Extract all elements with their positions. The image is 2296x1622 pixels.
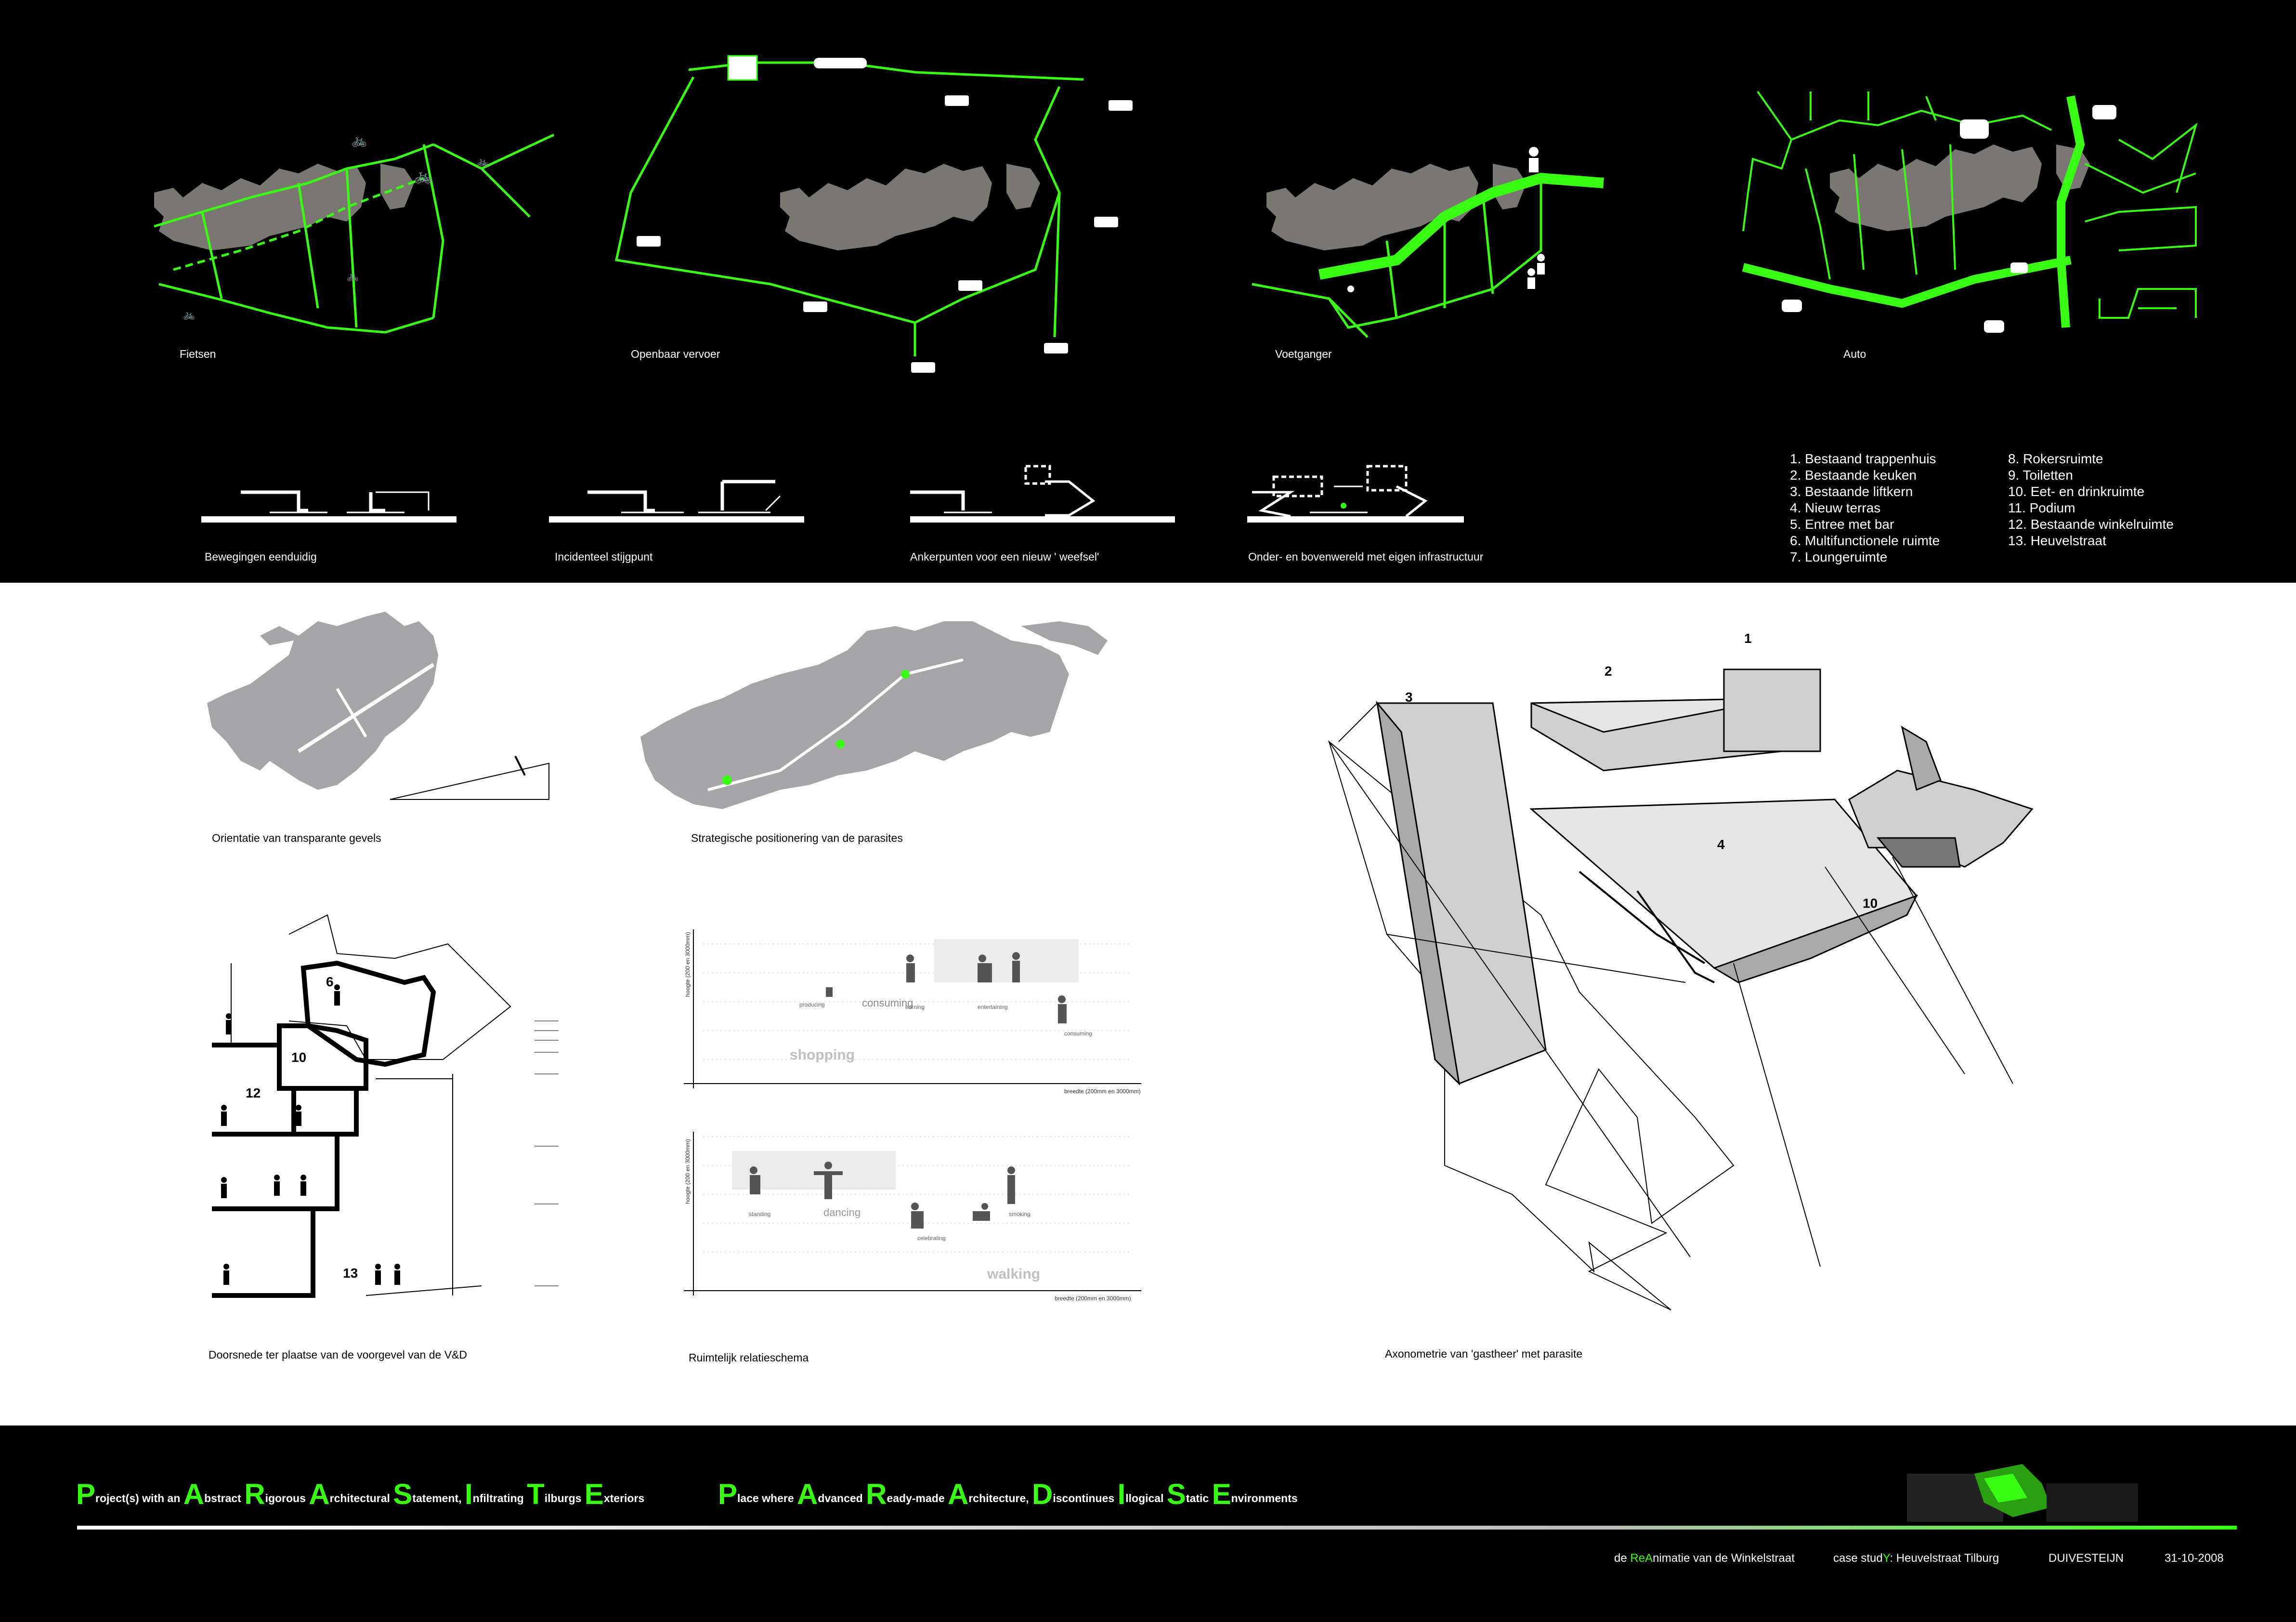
caption-bewegingen: Bewegingen eenduidig — [205, 550, 317, 563]
train-station-icon — [727, 55, 758, 81]
legend-item: 7. Loungeruimte — [1790, 549, 1888, 564]
bicycle-icon: 🚲 — [347, 271, 359, 282]
schema-ylabel: hoogte (200 en 3000mm) — [684, 1139, 691, 1204]
level-markers — [535, 1020, 559, 1286]
legend-item: 4. Nieuw terras — [1790, 500, 1881, 515]
caption-incidenteel: Incidenteel stijgpunt — [555, 550, 653, 563]
top-band — [0, 0, 2296, 583]
bicycle-icon: 🚲 — [477, 157, 489, 167]
legend-item: 10. Eet- en drinkruimte — [2008, 484, 2145, 499]
schema-word: standing — [749, 1211, 770, 1217]
caption-ankerpunten: Ankerpunten voor een nieuw ' weefsel' — [910, 550, 1099, 563]
section-label-6: 6 — [326, 974, 334, 989]
schema-word: consuming — [862, 997, 913, 1009]
legend-item: 6. Multifunctionele ruimte — [1790, 533, 1940, 548]
map-openbaar-vervoer — [615, 55, 1133, 373]
legend-item: 13. Heuvelstraat — [2008, 533, 2106, 548]
schema-word-shopping: shopping — [790, 1047, 855, 1063]
caption-fietsen: Fietsen — [180, 348, 216, 360]
schema-xlabel: breedte (200mm en 3000mm) — [1055, 1295, 1131, 1302]
legend-item: 12. Bestaande winkelruimte — [2008, 517, 2174, 532]
axo-label-2: 2 — [1605, 664, 1612, 679]
bottom-band — [0, 1426, 2296, 1622]
caption-onder-bovenwereld: Onder- en bovenwereld met eigen infrastr… — [1248, 550, 1484, 563]
schema-word-walking: walking — [987, 1266, 1040, 1282]
schema-figures — [750, 952, 1067, 1229]
schema-word: entertaining — [978, 1004, 1008, 1010]
section-label-10: 10 — [291, 1050, 307, 1065]
footer-author: DUIVESTEIJN — [2048, 1552, 2124, 1565]
map-voetganger — [1252, 147, 1604, 338]
caption-openbaar-vervoer: Openbaar vervoer — [631, 348, 720, 360]
footer-case-study: case studY: Heuvelstraat Tilburg — [1833, 1552, 1999, 1565]
title-part-2: Place where Advanced Ready-made Architec… — [718, 1478, 1298, 1510]
legend-column-1: 1. Bestaand trappenhuis 2. Bestaande keu… — [1790, 451, 1940, 565]
legend-item: 3. Bestaande liftkern — [1790, 484, 1913, 499]
legend-item: 2. Bestaande keuken — [1790, 468, 1917, 483]
legend-item: 11. Podium — [2008, 500, 2075, 515]
caption-auto: Auto — [1843, 348, 1866, 360]
section-label-13: 13 — [343, 1266, 358, 1281]
orientatie-diagram — [207, 612, 549, 800]
project-title: Project(s) with an Abstract Rigorous Arc… — [76, 1478, 1298, 1511]
schema-ylabel: hoogte (200 en 3000mm) — [684, 932, 691, 997]
legend-item: 5. Entree met bar — [1790, 517, 1894, 532]
axo-label-10: 10 — [1863, 896, 1878, 911]
schema-word: producing — [799, 1001, 825, 1008]
caption-orientatie: Orientatie van transparante gevels — [212, 832, 381, 844]
schema-xlabel: breedte (200mm en 3000mm) — [1064, 1088, 1141, 1095]
section-label-12: 12 — [246, 1086, 261, 1100]
people-figures — [221, 984, 400, 1285]
relatie-schema: shopping consuming producing earning ent… — [684, 929, 1141, 1302]
bicycle-icon: 🚲 — [414, 168, 432, 184]
caption-strategische: Strategische positionering van de parasi… — [691, 832, 903, 844]
caption-voetganger: Voetganger — [1275, 348, 1332, 360]
legend-item: 8. Rokersruimte — [2008, 451, 2103, 466]
footer-date: 31-10-2008 — [2165, 1552, 2224, 1565]
axonometry-drawing — [1328, 668, 2034, 1310]
schema-word: earning — [905, 1004, 925, 1010]
legend-item: 9. Toiletten — [2008, 468, 2073, 483]
schema-word: dancing — [823, 1206, 861, 1218]
bus-icons — [637, 95, 1133, 373]
axo-label-1: 1 — [1744, 631, 1752, 646]
caption-axonometrie: Axonometrie van 'gastheer' met parasite — [1385, 1347, 1583, 1360]
footer-subtitle: de ReAnimatie van de Winkelstraat — [1614, 1552, 1795, 1565]
bicycle-icon: 🚲 — [352, 133, 367, 147]
bicycle-icon: 🚲 — [183, 310, 195, 320]
caption-doorsnede: Doorsnede ter plaatse van de voorgevel v… — [209, 1348, 467, 1361]
legend-column-2: 8. Rokersruimte 9. Toiletten 10. Eet- en… — [2008, 451, 2174, 549]
map-auto — [1742, 91, 2198, 333]
section-drawing — [212, 914, 559, 1298]
schema-word: celebrating — [917, 1235, 946, 1242]
car-icons — [1782, 105, 2116, 333]
caption-ruimtelijk: Ruimtelijk relatieschema — [689, 1351, 809, 1364]
movement-diagrams — [201, 465, 1464, 523]
schema-word: consuming — [1064, 1030, 1092, 1037]
map-fietsen: 🚲 🚲 🚲 🚲 🚲 — [154, 133, 555, 334]
schema-word: smoking — [1009, 1211, 1031, 1217]
axo-label-4: 4 — [1717, 837, 1725, 852]
legend-item: 1. Bestaand trappenhuis — [1790, 451, 1936, 466]
strategische-diagram — [640, 621, 1108, 809]
axo-label-3: 3 — [1405, 690, 1413, 705]
title-part-1: Project(s) with an Abstract Rigorous Arc… — [76, 1478, 645, 1510]
train-icon — [814, 58, 867, 68]
